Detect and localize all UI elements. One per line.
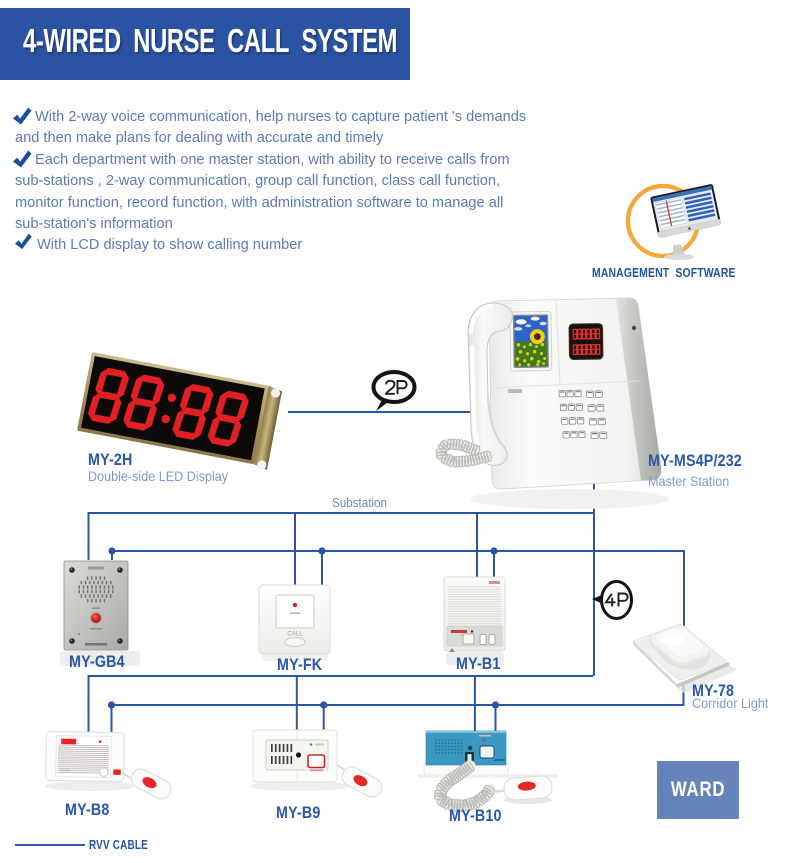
svg-text:CALL: CALL — [287, 631, 303, 638]
